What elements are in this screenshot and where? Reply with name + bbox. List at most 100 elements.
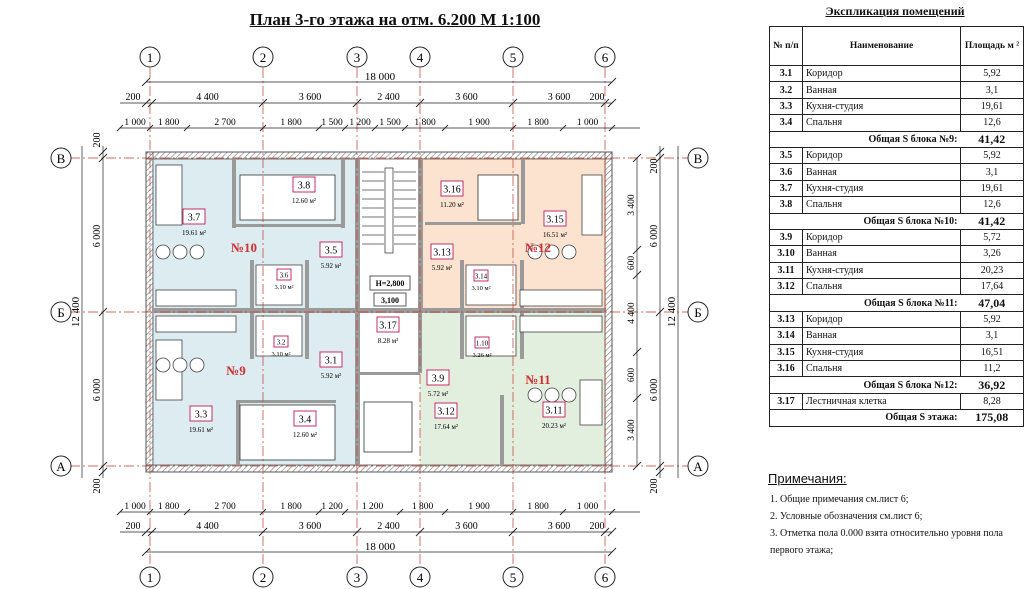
inner-wall <box>236 400 336 403</box>
inner-wall <box>236 224 341 227</box>
axis-bubble-left <box>50 301 72 323</box>
dim-main-top-tick <box>141 98 151 108</box>
room-number: 3.16 <box>443 185 461 196</box>
cell-area: 19,61 <box>960 97 1024 116</box>
axis-bubble-top <box>409 46 431 68</box>
inner-wall <box>425 222 521 225</box>
dim-detail-bottom-label: 1 000 <box>577 502 599 512</box>
kitchen-counter-icon <box>155 289 237 307</box>
dim-detail-bottom-label: 1 800 <box>158 502 180 512</box>
dim-right-inner-tick <box>632 347 642 357</box>
header-name: Наименование <box>802 26 961 66</box>
bed-icon <box>239 174 336 221</box>
axis-bubble-bottom <box>409 566 431 588</box>
dim-left-label: 6 000 <box>92 379 103 402</box>
dim-left-tick <box>98 307 108 317</box>
dim-left-tick <box>98 147 108 157</box>
cell-no: 3.17 <box>769 392 803 411</box>
cell-no: 3.12 <box>769 278 803 296</box>
cell-name: Кухня-студия <box>802 261 961 280</box>
axis-bubble-bottom <box>594 566 616 588</box>
dim-detail-top-tick <box>146 124 154 132</box>
total-spacer <box>769 409 803 427</box>
inner-wall <box>355 158 360 308</box>
axis-bubble-right <box>687 301 709 323</box>
room-area: 19.61 м² <box>189 426 213 434</box>
dim-detail-top-label: 2 700 <box>214 118 236 128</box>
note-item: 3. Отметка пола 0.000 взята относительно… <box>770 528 1003 556</box>
room-area: 12.60 м² <box>293 431 317 439</box>
kitchen-counter-icon <box>519 315 603 333</box>
dim-detail-top-label: 1 800 <box>158 118 180 128</box>
block-label: №9 <box>226 363 246 378</box>
dim-left-tick <box>98 467 108 477</box>
chair-icon <box>544 244 560 260</box>
dim-right-inner-tick <box>632 461 642 471</box>
explication-title: Экспликация помещений <box>825 4 965 18</box>
axis-bubble-bottom <box>346 566 368 588</box>
dim-main-bottom-tick <box>258 527 268 537</box>
dim-main-top-tick <box>600 98 610 108</box>
dim-detail-bottom-label: 1 200 <box>321 502 343 512</box>
dim-detail-bottom-label: 1 000 <box>124 502 146 512</box>
inner-wall <box>500 395 504 466</box>
cell-area: 20,23 <box>960 261 1024 280</box>
dim-right-inner-label: 3 400 <box>627 419 637 441</box>
room-number: 3.8 <box>298 181 311 192</box>
cell-no: 3.8 <box>769 196 803 214</box>
room-tag-box <box>319 241 343 258</box>
cell-area: 5,92 <box>960 310 1024 329</box>
cell-no: 3.4 <box>769 114 803 132</box>
dim-main-bottom-label: 2 400 <box>377 521 400 532</box>
axis-label-top: 4 <box>417 50 424 65</box>
dim-detail-bottom-label: 1 800 <box>280 502 302 512</box>
room-number: 3.3 <box>195 410 208 421</box>
axis-label-right: В <box>694 151 703 166</box>
total-label: Общая S блока №11: <box>802 294 961 312</box>
dim-main-top-tick <box>352 98 362 108</box>
dim-detail-bottom-tick <box>509 508 517 516</box>
axis-label-left: А <box>56 459 66 474</box>
overall-dim-tick <box>607 547 617 557</box>
dim-main-top-tick <box>147 98 157 108</box>
inner-wall <box>232 158 236 228</box>
axis-label-top: 2 <box>260 50 267 65</box>
bed-icon <box>239 404 336 461</box>
cell-name: Спальня <box>802 360 961 378</box>
dim-right-label: 6 000 <box>649 379 660 402</box>
axis-bubble-right <box>687 147 709 169</box>
inner-wall <box>460 260 464 310</box>
cell-name: Коридор <box>802 146 961 165</box>
dim-detail-top-label: 1 800 <box>527 118 549 128</box>
room-tag-box <box>474 336 490 349</box>
cell-area: 17,64 <box>960 278 1024 296</box>
chair-icon <box>172 244 188 260</box>
room-tag-box <box>182 208 206 225</box>
cell-name: Кухня-студия <box>802 343 961 362</box>
axis-label-left: В <box>57 151 66 166</box>
dim-main-top-tick <box>508 98 518 108</box>
cell-no: 3.9 <box>769 228 803 247</box>
bed-icon <box>477 174 519 221</box>
stair-rail <box>384 167 394 254</box>
overall-depth-right: 12 400 <box>666 296 678 327</box>
room-tag-box <box>426 369 450 386</box>
dim-main-top-tick <box>415 98 425 108</box>
axis-label-bottom: 3 <box>354 570 361 585</box>
dim-detail-top-label: 1 000 <box>577 118 599 128</box>
header-no: № п/п <box>769 26 803 66</box>
dim-detail-top-label: 1 500 <box>379 118 401 128</box>
dim-detail-top-label: 1 800 <box>280 118 302 128</box>
dim-detail-bottom-tick <box>183 508 191 516</box>
room-number: 3.13 <box>433 248 451 259</box>
room-tag-box <box>543 210 567 227</box>
dim-main-top-label: 3 600 <box>299 92 322 103</box>
dim-detail-bottom-tick <box>396 508 404 516</box>
